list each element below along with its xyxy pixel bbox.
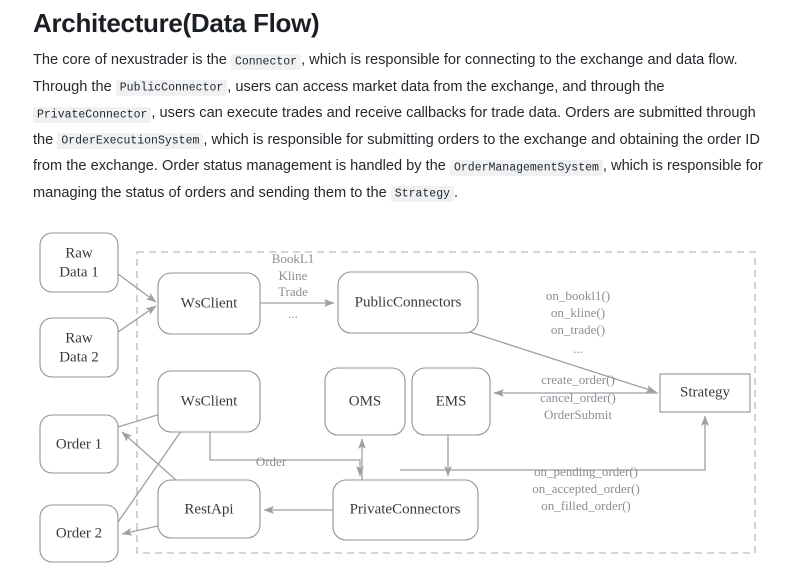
node-ws-client-private[interactable]: WsClient [157,370,261,433]
edge-rawdata2-wsclient [117,305,157,333]
node-ws-client-private-label: WsClient [181,393,238,409]
node-raw-data-2-line-1: Data 2 [59,349,99,365]
inline-code-privateconnector: PrivateConnector [33,106,152,123]
node-ws-client-public[interactable]: WsClient [157,272,261,335]
node-ems-label: EMS [436,393,467,409]
node-raw-data-2-line-0: Raw [65,330,93,346]
node-order-1[interactable]: Order 1 [39,414,119,474]
svg-text:Trade: Trade [278,284,308,299]
svg-text:OrderSubmit: OrderSubmit [544,407,612,422]
intro-paragraph: The core of nexustrader is the Connector… [33,48,768,207]
node-public-connectors[interactable]: PublicConnectors [337,271,479,334]
node-ws-client-public-label: WsClient [181,295,238,311]
paragraph-text: , which is responsible for managing the … [33,158,763,201]
architecture-diagram: Raw Data 1 Raw Data 2 Order 1 Order 2 [0,222,800,582]
edge-restapi-order1 [121,431,177,481]
node-ems[interactable]: EMS [411,367,491,436]
paragraph-text: , users can access market data from the … [227,78,665,95]
svg-text:...: ... [573,341,583,356]
edge-label-data-callbacks: on_bookl1() on_kline() on_trade() ... [546,288,610,356]
edge-label-layer: BookL1 Kline Trade ... on_bookl1() on_kl… [256,251,640,513]
node-rest-api[interactable]: RestApi [157,479,261,539]
svg-text:on_bookl1(): on_bookl1() [546,288,610,303]
edge-wsclient-privateconnectors [209,432,364,477]
svg-text:Kline: Kline [279,268,308,283]
svg-text:on_pending_order(): on_pending_order() [534,464,638,479]
node-raw-data-1[interactable]: Raw Data 1 [39,232,119,293]
node-order-1-label: Order 1 [56,436,102,452]
paragraph-text: The core of nexustrader is the [33,52,231,68]
node-order-2-label: Order 2 [56,525,102,541]
edge-label-order: Order [256,454,287,469]
node-layer: Raw Data 1 Raw Data 2 Order 1 Order 2 [39,232,751,563]
svg-text:on_filled_order(): on_filled_order() [541,498,631,513]
node-raw-data-1-line-0: Raw [65,245,93,261]
node-oms-label: OMS [349,393,382,409]
paragraph-text: , which is responsible for submitting or… [33,131,760,175]
edge-layer [117,273,709,536]
node-order-2[interactable]: Order 2 [39,504,119,563]
svg-text:...: ... [288,306,298,321]
paragraph-text: . [454,184,459,201]
nexustrader-boundary [136,251,756,554]
inline-code-ordermanagementsystem: OrderManagementSystem [449,159,603,176]
edge-rawdata1-wsclient [117,273,157,303]
node-raw-data-1-line-1: Data 1 [59,264,99,280]
svg-text:on_kline(): on_kline() [551,305,605,320]
paragraph-text: , users can execute trades and receive c… [33,105,756,148]
edge-label-order-commands: create_order() cancel_order() OrderSubmi… [540,372,616,422]
svg-text:on_trade(): on_trade() [551,322,605,337]
svg-text:Order: Order [256,454,287,469]
svg-text:BookL1: BookL1 [272,251,315,266]
node-oms[interactable]: OMS [324,367,406,436]
node-strategy[interactable]: Strategy [659,373,751,413]
node-raw-data-2[interactable]: Raw Data 2 [39,317,119,378]
node-strategy-label: Strategy [680,384,730,400]
node-private-connectors[interactable]: PrivateConnectors [332,479,479,541]
page-title: Architecture(Data Flow) [33,8,320,38]
svg-text:create_order(): create_order() [541,372,615,387]
inline-code-orderexecutionsystem: OrderExecutionSystem [57,133,204,149]
inline-code-strategy: Strategy [390,186,454,202]
edge-publicconnectors-strategy [469,331,657,393]
node-public-connectors-label: PublicConnectors [355,294,462,310]
svg-text:on_accepted_order(): on_accepted_order() [532,481,640,496]
inline-code-publicconnector: PublicConnector [115,80,228,96]
node-private-connectors-label: PrivateConnectors [350,501,461,517]
edge-label-market-data-types: BookL1 Kline Trade ... [272,251,315,321]
edge-privateconnectors-strategy [400,415,709,471]
inline-code-connector: Connector [230,53,302,70]
edge-label-order-callbacks: on_pending_order() on_accepted_order() o… [532,464,640,513]
svg-text:cancel_order(): cancel_order() [540,390,616,405]
node-rest-api-label: RestApi [184,501,233,517]
paragraph-text: , which is responsible for connecting to… [33,52,738,95]
